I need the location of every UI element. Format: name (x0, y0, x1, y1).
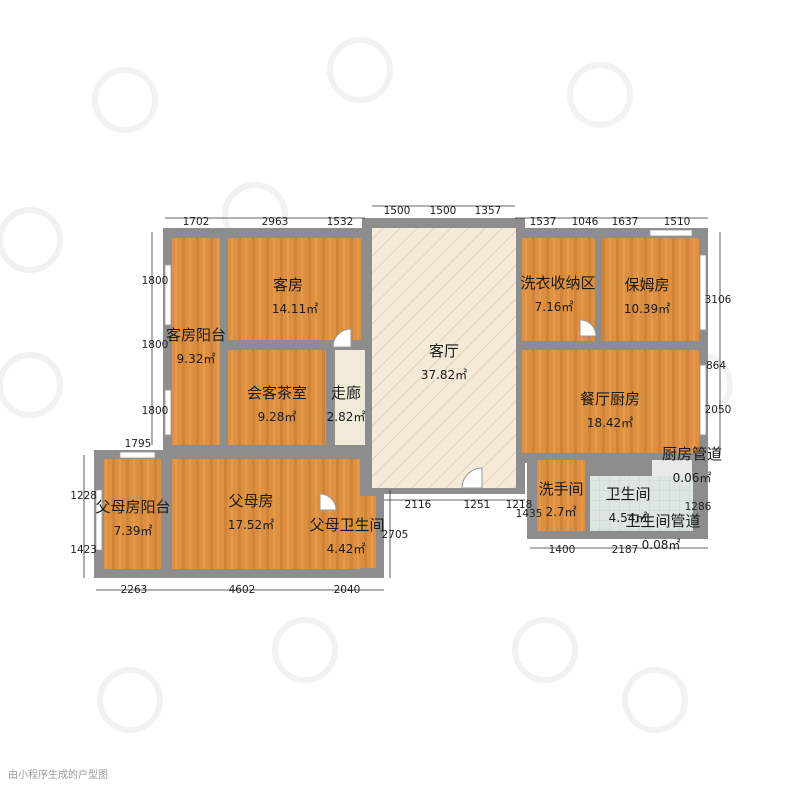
dim-right-small-1: 1286 (685, 501, 712, 513)
dimension-labels: 1702 2963 1532 1500 1500 1357 1537 1046 … (70, 205, 731, 596)
dim-bottom-right-1: 1400 (549, 544, 576, 556)
dim-top-right-4: 1510 (664, 216, 691, 228)
doors (319, 319, 597, 511)
dim-bottom-mid-1: 2116 (405, 499, 432, 511)
dim-right-small-2: 1435 (516, 508, 543, 520)
pipe-kitchen (652, 460, 692, 476)
dim-left-3: 1800 (142, 405, 169, 417)
area-kitchen-pipe: 0.06㎡ (673, 471, 712, 485)
area-guest-balcony: 9.32㎡ (177, 352, 216, 366)
watermark-layer (0, 37, 733, 733)
label-living-room: 客厅 (429, 342, 459, 360)
dim-bottom-left-2: 4602 (229, 584, 256, 596)
wood-floors (104, 238, 699, 569)
dim-top-right-2: 1046 (572, 216, 599, 228)
dim-bottom-right-2: 2187 (612, 544, 639, 556)
area-tea-room: 9.28㎡ (258, 410, 297, 424)
area-parents-room: 17.52㎡ (228, 518, 274, 532)
area-living-room: 37.82㎡ (421, 368, 467, 382)
dim-top-right-1: 1537 (530, 216, 557, 228)
area-washroom: 2.7㎡ (545, 505, 576, 519)
living-room-floor (372, 228, 516, 488)
dim-left-upper: 1795 (125, 438, 152, 450)
area-corridor: 2.82㎡ (327, 410, 366, 424)
dimension-lines (83, 205, 721, 591)
room-labels: 客房 14.11㎡ 客房阳台 9.32㎡ 会客茶室 9.28㎡ 走廊 2.82㎡… (95, 274, 722, 556)
label-parents-bath: 父母卫生间 (309, 516, 384, 534)
dim-left-lower-1: 1228 (70, 490, 97, 502)
label-kitchen-pipe: 厨房管道 (662, 445, 722, 463)
area-dining-kitchen: 18.42㎡ (587, 416, 633, 430)
label-bathroom-pipe: 卫生间管道 (625, 512, 700, 530)
dim-left-2: 1800 (142, 339, 169, 351)
label-bathroom: 卫生间 (605, 485, 650, 503)
area-laundry: 7.16㎡ (535, 300, 574, 314)
dim-top-right-3: 1637 (612, 216, 639, 228)
dim-top-mid-1: 1500 (384, 205, 411, 217)
dim-bottom-left-3: 2040 (334, 584, 361, 596)
watermark-text: 由小程序生成的户型图 (8, 768, 108, 781)
dim-bottom-left-1: 2263 (121, 584, 148, 596)
dim-right-3: 2050 (705, 404, 732, 416)
label-parents-balcony: 父母房阳台 (95, 498, 170, 516)
label-nanny-room: 保姆房 (624, 276, 669, 294)
label-washroom: 洗手间 (538, 480, 583, 498)
label-tea-room: 会客茶室 (247, 384, 307, 402)
dim-top-left-1: 1702 (183, 216, 210, 228)
dim-top-left-3: 1532 (327, 216, 354, 228)
label-laundry: 洗衣收纳区 (520, 274, 595, 292)
dim-bottom-mid-2: 1251 (464, 499, 491, 511)
label-guest-balcony: 客房阳台 (166, 326, 226, 344)
dim-bottom-mid-3: 1218 (506, 499, 533, 511)
label-dining-kitchen: 餐厅厨房 (580, 390, 640, 408)
label-corridor: 走廊 (331, 384, 361, 402)
dim-top-left-2: 2963 (262, 216, 289, 228)
windows (95, 229, 707, 551)
dim-right-2: 864 (706, 360, 726, 372)
area-guest-room: 14.11㎡ (272, 302, 318, 316)
area-nanny-room: 10.39㎡ (624, 302, 670, 316)
area-parents-balcony: 7.39㎡ (114, 524, 153, 538)
dim-left-1: 1800 (142, 275, 169, 287)
dim-left-lower-2: 1423 (70, 544, 97, 556)
dim-parents-bath-right: 2705 (382, 529, 409, 541)
area-bathroom-pipe: 0.08㎡ (642, 538, 681, 552)
dim-top-mid-2: 1500 (430, 205, 457, 217)
area-bathroom: 4.54㎡ (609, 511, 648, 525)
dim-top-mid-3: 1357 (475, 205, 502, 217)
label-parents-room: 父母房 (228, 492, 273, 510)
area-parents-bath: 4.42㎡ (327, 542, 366, 556)
dim-right-1: 3106 (705, 294, 732, 306)
label-guest-room: 客房 (273, 276, 303, 294)
bathroom-floor (590, 476, 693, 531)
